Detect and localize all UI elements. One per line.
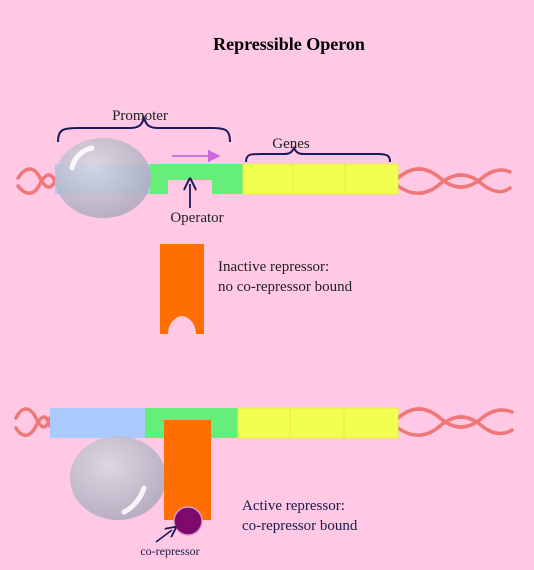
promoter-region-bottom <box>50 408 145 438</box>
inactive-repressor-group: Inactive repressor: no co-repressor boun… <box>160 244 353 334</box>
inactive-repressor-label-1: Inactive repressor: <box>218 259 329 275</box>
corepressor-molecule <box>173 506 203 536</box>
active-repressor <box>164 420 211 520</box>
rna-polymerase <box>55 138 151 218</box>
active-repressor-label-1: Active repressor: <box>242 498 345 514</box>
bottom-operon: co-repressor Active repressor: co-repres… <box>14 407 514 558</box>
dna-strand-right-bottom <box>396 407 514 437</box>
inactive-repressor-label-2: no co-repressor bound <box>218 279 353 295</box>
gene-block <box>344 163 399 195</box>
genes-region-bottom <box>237 407 399 439</box>
genes-region <box>242 163 399 195</box>
dna-strand-right-top <box>396 167 512 195</box>
active-repressor-label-2: co-repressor bound <box>242 518 358 534</box>
genes-brace <box>245 145 391 163</box>
polymerase-highlight <box>69 145 95 171</box>
genes-label: Genes <box>272 136 310 152</box>
promoter-label: Promoter <box>112 108 168 124</box>
inactive-repressor <box>160 244 204 334</box>
gene-block <box>289 407 345 439</box>
dna-strand-left-top <box>16 167 58 195</box>
gene-block <box>237 407 291 439</box>
gene-block <box>343 407 399 439</box>
gene-block <box>292 163 346 195</box>
top-operon: Promoter Genes Operator <box>16 108 512 226</box>
operator-label: Operator <box>170 210 223 226</box>
promoter-brace <box>57 114 231 143</box>
corepressor-arrow <box>155 530 172 543</box>
corepressor-label: co-repressor <box>140 544 199 558</box>
operator-region <box>150 164 243 194</box>
polymerase-highlight-bottom <box>121 485 147 515</box>
dna-strand-left-bottom <box>14 407 52 437</box>
gene-block <box>242 163 294 195</box>
diagram-title: Repressible Operon <box>213 34 365 54</box>
rna-polymerase-blocked <box>70 436 166 520</box>
